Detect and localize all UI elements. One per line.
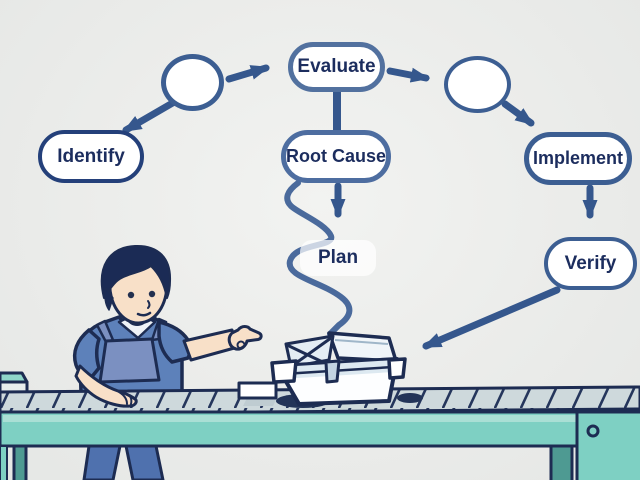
flow-node-implement-label: Implement	[532, 148, 624, 168]
worker-finger-curl	[236, 340, 246, 350]
panel-bolt	[586, 424, 600, 438]
flow-node-empty-1	[161, 54, 224, 111]
worker-eye-left	[127, 291, 135, 299]
flow-node-identify: Identify	[38, 130, 144, 183]
carton-back-lid	[327, 331, 398, 363]
flow-node-empty-2	[444, 56, 511, 113]
worker-nose	[147, 300, 151, 309]
flow-node-implement: Implement	[524, 132, 632, 185]
carton-tab-right	[387, 357, 407, 380]
flow-node-identify-label: Identify	[57, 145, 125, 167]
worker-apron-bib	[98, 337, 161, 384]
flow-node-verify-label: Verify	[564, 252, 617, 274]
worker-back-forearm-hand	[74, 364, 138, 408]
carton-tab-left	[270, 359, 298, 384]
paper-card	[237, 381, 278, 400]
worker-pants-right	[124, 444, 165, 480]
arrow-verify-to-carton	[422, 286, 561, 350]
worker-sideburn	[104, 287, 114, 311]
arrow-circle1-to-evaluate	[225, 64, 270, 83]
flow-node-evaluate: Evaluate	[288, 42, 385, 92]
card-shadow	[243, 398, 277, 406]
worker-arms	[72, 320, 263, 408]
arrow-circle2-to-implement	[501, 100, 535, 127]
carton-box	[270, 331, 423, 408]
flow-label-plan-text: Plan	[317, 247, 359, 268]
arrow-circle1-to-identify	[122, 97, 180, 134]
flow-node-verify: Verify	[544, 237, 637, 290]
conveyor-frame-highlight	[3, 415, 637, 422]
worker-mouth	[136, 311, 152, 317]
arrow-evaluate-to-circle2	[386, 67, 430, 83]
flow-node-root-cause-label: Root Cause	[286, 146, 387, 166]
conveyor-leg-right	[549, 444, 574, 480]
worker-eye-right	[148, 290, 156, 298]
conveyor-left-strip	[0, 445, 8, 480]
carton-lid-edge	[334, 339, 389, 345]
worker-hair	[100, 244, 172, 299]
flow-label-plan: Plan	[300, 240, 376, 276]
conveyor-right-panel	[575, 410, 640, 480]
flow-node-evaluate-label: Evaluate	[297, 56, 376, 77]
worker-pants-left	[82, 444, 122, 480]
carton-latch	[324, 359, 341, 384]
conveyor-leg-left	[12, 444, 28, 480]
worker-back-hand-fingers	[118, 391, 133, 405]
carton-shadow-right	[397, 393, 423, 403]
flow-node-root-cause: Root Cause	[281, 130, 391, 183]
